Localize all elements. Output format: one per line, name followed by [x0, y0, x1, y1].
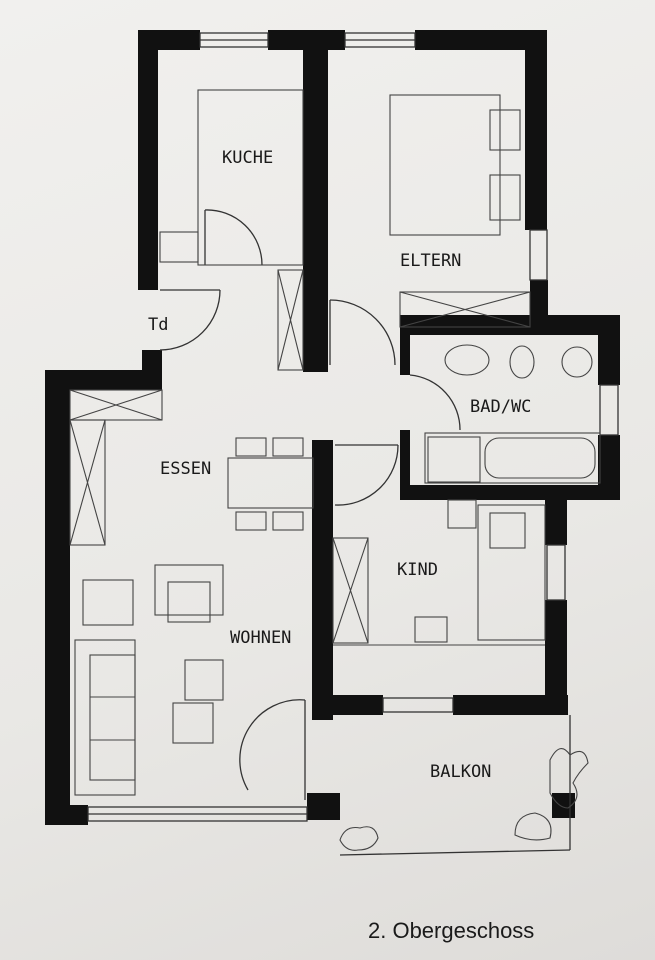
furniture [69, 89, 601, 851]
room-label-living: WOHNEN [230, 628, 291, 648]
floor-caption: 2. Obergeschoss [368, 918, 535, 943]
room-label-kitchen: KUCHE [222, 148, 273, 168]
room-label-storage: Td [148, 315, 168, 335]
room-label-balcony: BALKON [430, 762, 491, 782]
room-label-parents: ELTERN [400, 251, 461, 271]
doors [159, 209, 571, 856]
windows [87, 32, 619, 822]
room-label-child: KIND [397, 560, 438, 580]
room-label-bath: BAD/WC [470, 397, 531, 417]
room-label-dining: ESSEN [160, 459, 211, 479]
walls [45, 30, 620, 825]
